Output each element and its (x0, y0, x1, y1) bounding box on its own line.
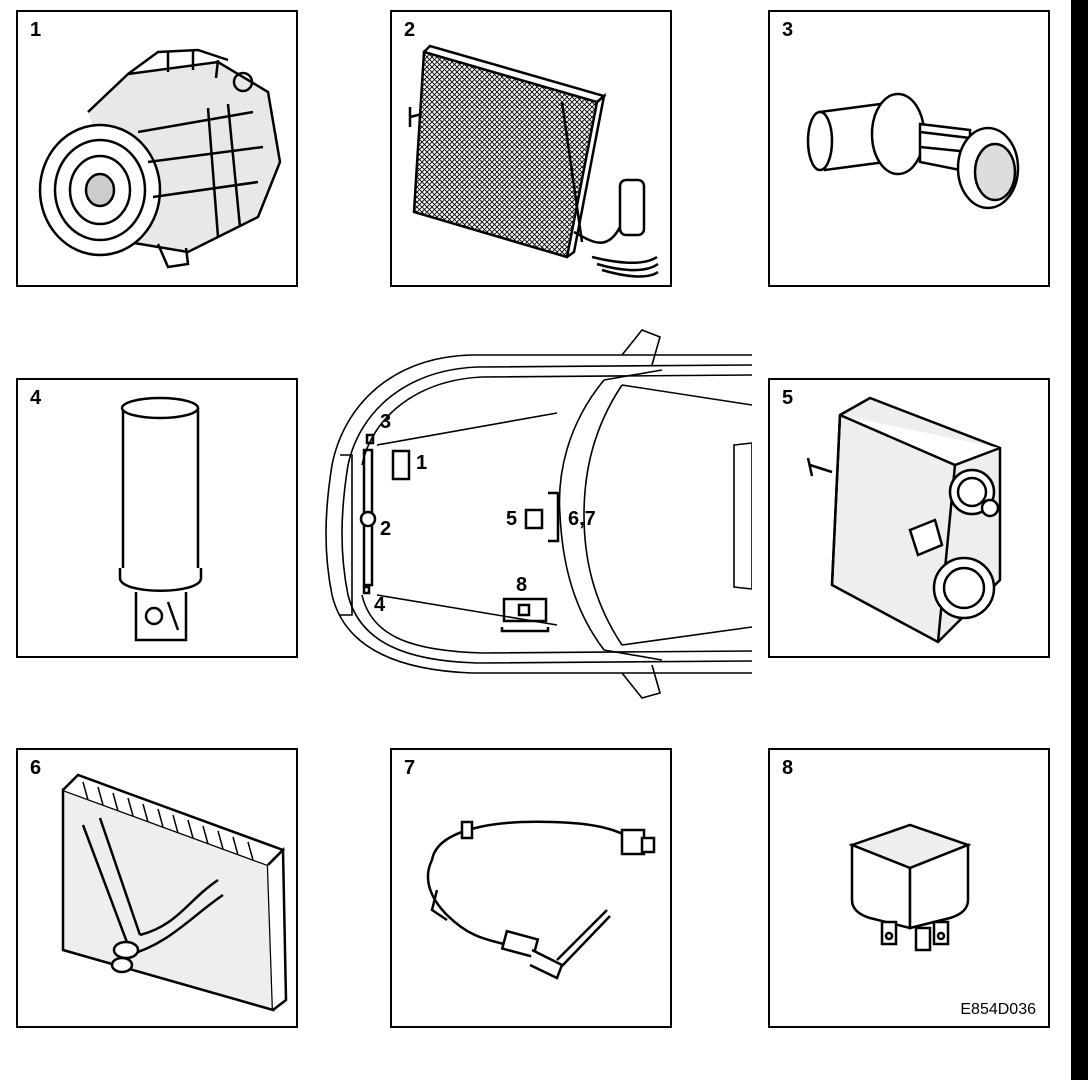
pressure-switch-drawing (806, 92, 1020, 210)
relay-drawing (848, 823, 972, 952)
panel-pressure-switch: 3 (768, 10, 1050, 287)
panel-number: 4 (30, 387, 42, 409)
evaporator-drawing (61, 773, 288, 1012)
panel-expansion-valve: 5 (768, 378, 1050, 658)
panel-evaporator: 6 (16, 748, 298, 1028)
panel-condenser: 2 (390, 10, 672, 287)
receiver-dryer-drawing (118, 396, 203, 642)
panel-number: 7 (404, 757, 416, 779)
panel-number: 1 (30, 19, 42, 41)
panel-receiver-dryer: 4 (16, 378, 298, 658)
panel-number: 8 (782, 757, 794, 779)
panel-number: 5 (782, 387, 794, 409)
panel-relay: 8 E854D036 (768, 748, 1050, 1028)
car-label-67: 6,7 (568, 508, 596, 530)
car-label-8: 8 (516, 574, 528, 596)
temperature-sensor-drawing (426, 820, 656, 980)
figure-code: E854D036 (960, 1001, 1036, 1018)
panel-number: 2 (404, 19, 416, 41)
car-label-1: 1 (416, 452, 428, 474)
car-label-4: 4 (374, 594, 386, 616)
car-label-5: 5 (506, 508, 518, 530)
expansion-valve-drawing (806, 396, 1002, 644)
right-edge-bar (1071, 0, 1088, 1080)
panel-number: 6 (30, 757, 42, 779)
compressor-drawing (38, 48, 282, 269)
panel-compressor: 1 (16, 10, 298, 287)
condenser-drawing (408, 44, 659, 278)
car-label-2: 2 (380, 518, 392, 540)
car-label-3: 3 (380, 411, 392, 433)
car-location-diagram: 3 1 2 4 5 6,7 8 (322, 325, 753, 710)
panel-temperature-sensor: 7 (390, 748, 672, 1028)
panel-number: 3 (782, 19, 794, 41)
